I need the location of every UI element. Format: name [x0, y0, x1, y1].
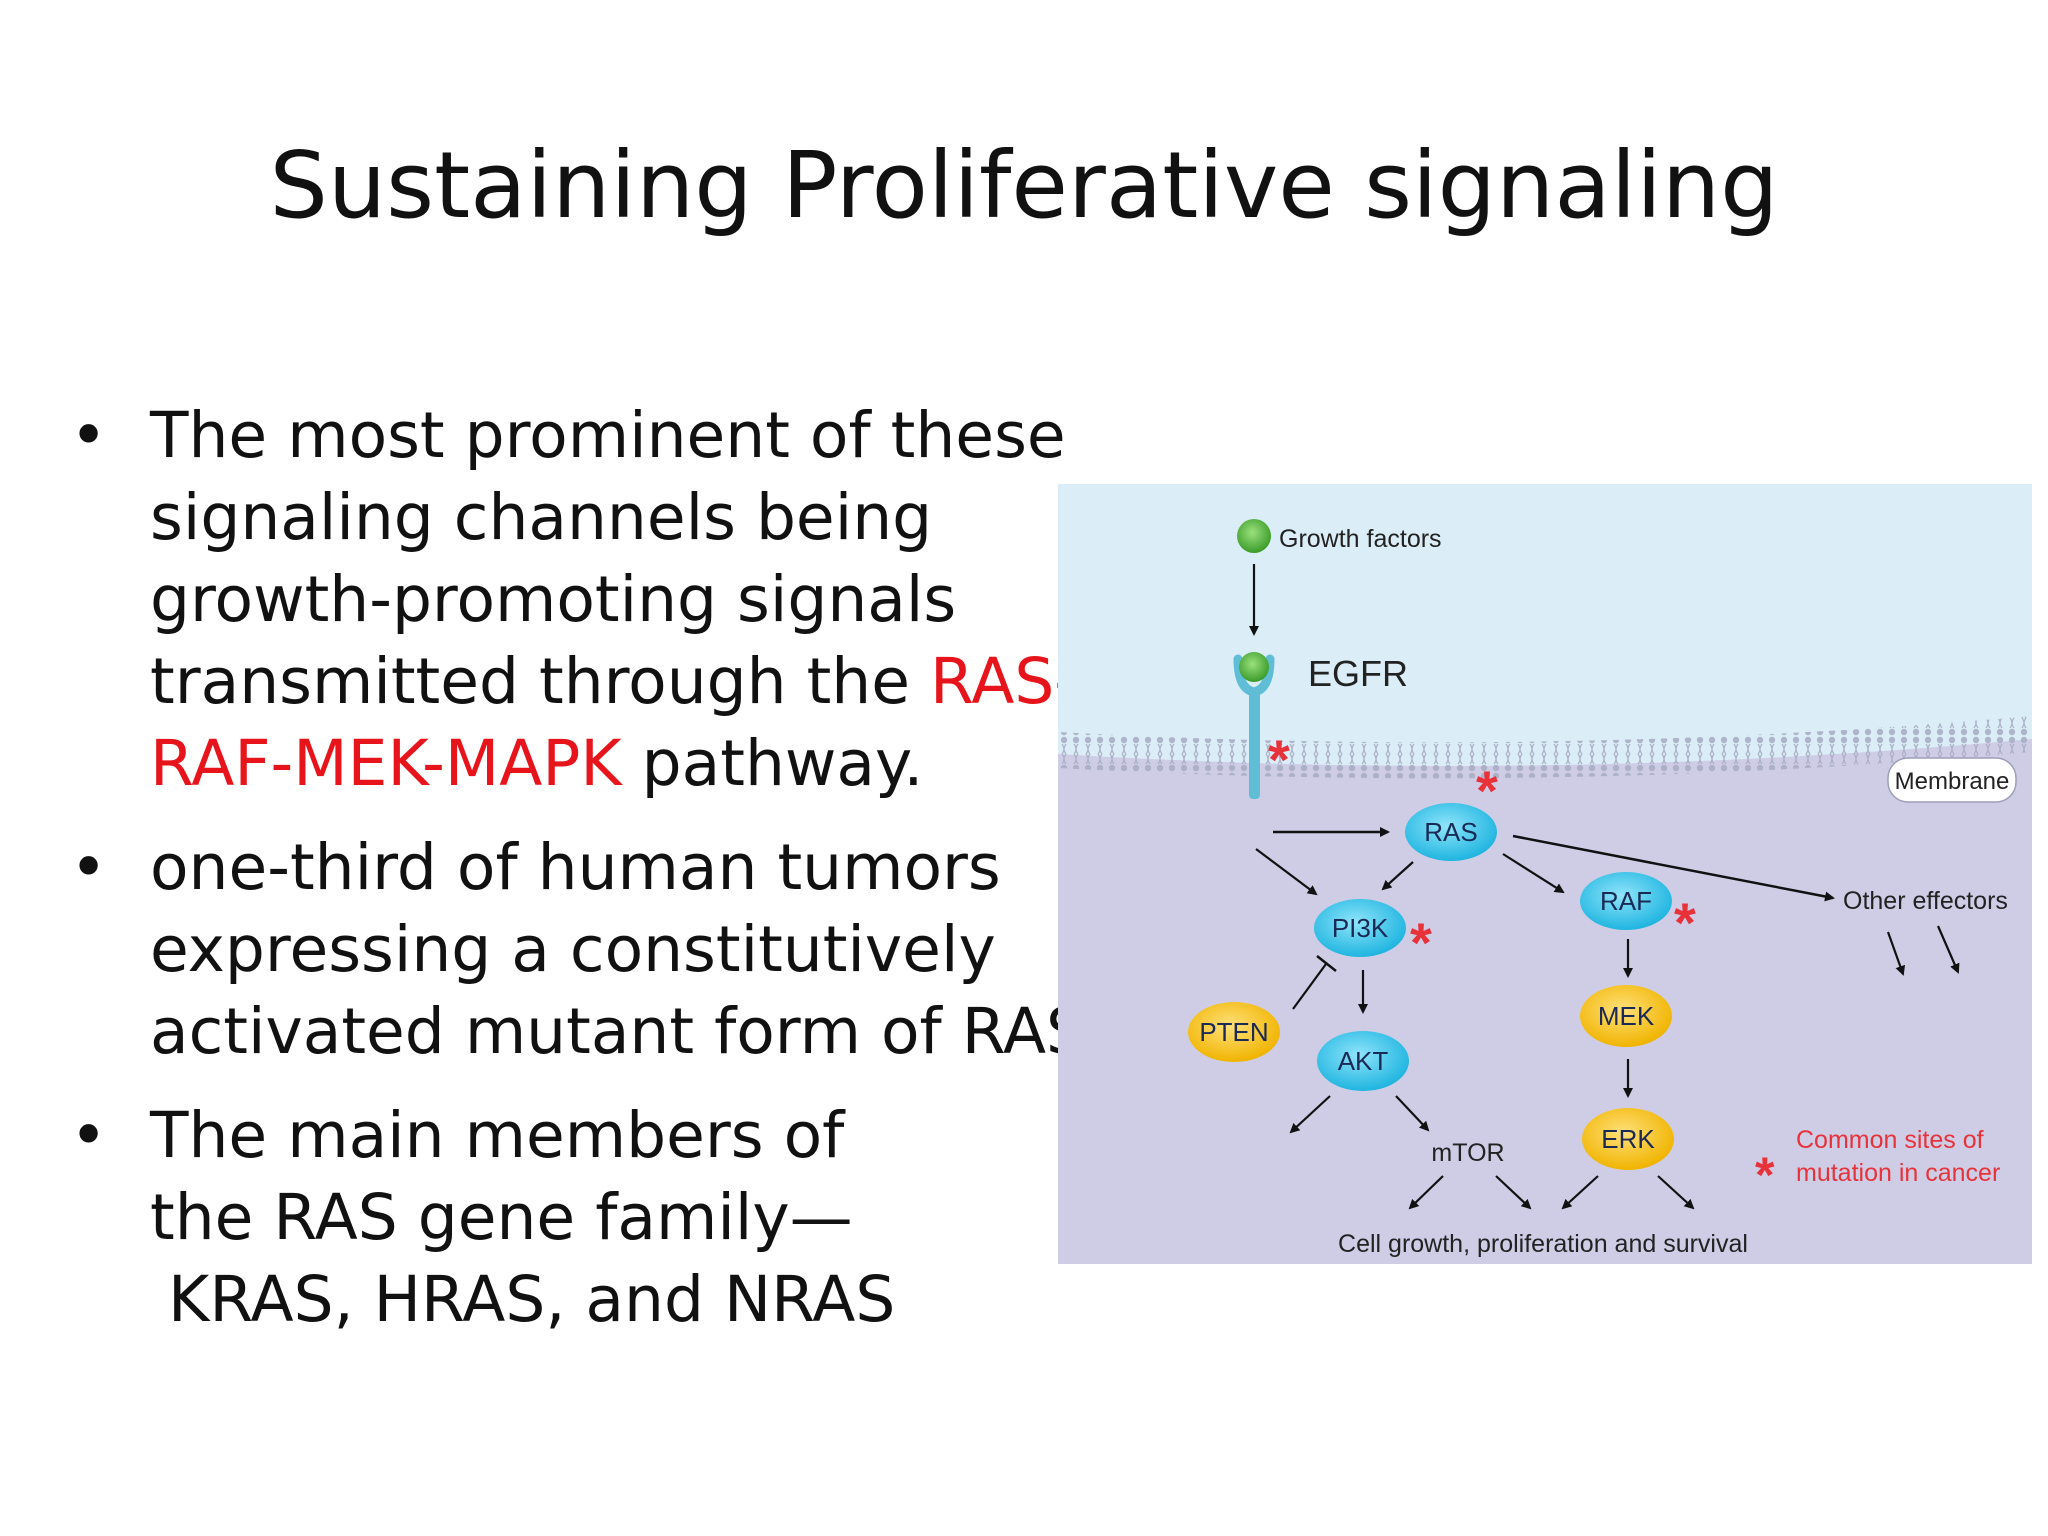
ras-to-other-arrow [1512, 834, 1835, 902]
pathway-highlight-start: RAS- [930, 645, 1078, 718]
legend-asterisk: * [1755, 1147, 1775, 1203]
pten-node-label: PTEN [1199, 1017, 1268, 1047]
legend-text-line-1: Common sites of [1796, 1126, 1984, 1154]
growth-factor-ligand [1237, 519, 1271, 553]
other-effectors-label: Other effectors [1843, 887, 2008, 915]
growth-factors-label: Growth factors [1279, 525, 1442, 553]
egfr-to-pi3k-arrow [1255, 848, 1318, 896]
bullet-2-line-2: expressing a constitutively [150, 913, 996, 986]
membrane-label-box [1887, 757, 2017, 803]
legend-text-line-2: mutation in cancer [1796, 1159, 2000, 1187]
bullet-3-line-3: KRAS, HRAS, and NRAS [168, 1263, 896, 1336]
ras-mutation-asterisk: * [1476, 759, 1498, 822]
bullet-dot: • [70, 1099, 108, 1172]
bullet-dot: • [70, 399, 108, 472]
pten-node [1188, 1002, 1280, 1062]
ras-to-pi3k-arrow [1381, 861, 1414, 891]
bullet-list: • The most prominent of these signaling … [70, 395, 1087, 1363]
mtor-to-outcome-arrow-2 [1495, 1175, 1532, 1210]
egfr-stalk [1249, 689, 1260, 799]
erk-node [1582, 1108, 1674, 1170]
pathway-svg: Growth factors EGFR * Membrane RAS * PI3… [1058, 484, 2032, 1264]
pi3k-node-label: PI3K [1332, 913, 1389, 943]
bullet-1-line-3: growth-promoting signals [150, 563, 957, 636]
pi3k-mutation-asterisk: * [1410, 911, 1432, 974]
bullet-1-line-1: The most prominent of these [150, 399, 1066, 472]
bullet-item-1: • The most prominent of these signaling … [70, 395, 1080, 805]
erk-to-outcome-arrow-1 [1561, 1175, 1599, 1210]
akt-node [1317, 1031, 1409, 1091]
bullet-item-2: • one-third of human tumors expressing a… [70, 827, 1087, 1073]
outcome-label: Cell growth, proliferation and survival [1338, 1230, 1748, 1258]
akt-to-mtor-arrow [1395, 1095, 1430, 1132]
bullet-3-line-1: The main members of [150, 1099, 845, 1172]
egfr-mutation-asterisk: * [1268, 728, 1290, 791]
pten-inhibits-pi3k [1292, 963, 1327, 1010]
egfr-label: EGFR [1308, 653, 1408, 694]
pathway-highlight-end: RAF-MEK-MAPK [150, 727, 622, 800]
bullet-1-line-4: transmitted through the RAS- [150, 641, 1080, 723]
other-effector-arrow-2 [1936, 925, 1960, 974]
other-effector-arrow-1 [1886, 931, 1906, 976]
membrane-band [1058, 716, 2032, 779]
bullet-2-line-3: activated mutant form of RAS [150, 995, 1087, 1068]
slide-title: Sustaining Proliferative signaling [269, 132, 1779, 239]
raf-mutation-asterisk: * [1674, 891, 1696, 954]
bullet-item-3: • The main members of the RAS gene famil… [70, 1095, 1080, 1341]
erk-node-label: ERK [1601, 1124, 1655, 1154]
ras-node [1405, 803, 1497, 861]
bound-growth-factor [1239, 652, 1269, 682]
mtor-to-outcome-arrow-1 [1408, 1175, 1444, 1210]
bullet-dot: • [70, 831, 108, 904]
ras-to-raf-arrow [1502, 853, 1565, 894]
bullet-2-line-1: one-third of human tumors [150, 831, 1001, 904]
raf-node-label: RAF [1600, 886, 1652, 916]
bullet-3-line-2: the RAS gene family— [150, 1181, 853, 1254]
cell-interior-background [1058, 739, 2032, 1264]
bullet-1-line-5-text: pathway. [621, 727, 924, 800]
bullet-1-line-4-text: transmitted through the [150, 645, 930, 718]
akt-node-label: AKT [1338, 1046, 1389, 1076]
ras-node-label: RAS [1424, 817, 1477, 847]
bullet-1-line-5: RAF-MEK-MAPK pathway. [150, 723, 1080, 805]
inhibition-bar [1316, 955, 1337, 972]
akt-to-left-arrow [1289, 1095, 1331, 1134]
mek-node [1580, 985, 1672, 1047]
bullet-1-line-2: signaling channels being [150, 481, 933, 554]
membrane-label: Membrane [1895, 768, 2010, 795]
pi3k-node [1314, 899, 1406, 957]
mek-node-label: MEK [1598, 1001, 1655, 1031]
ras-pathway-diagram: Growth factors EGFR * Membrane RAS * PI3… [1058, 484, 2032, 1264]
erk-to-outcome-arrow-2 [1657, 1175, 1695, 1210]
mtor-label: mTOR [1431, 1139, 1504, 1167]
raf-node [1580, 872, 1672, 930]
